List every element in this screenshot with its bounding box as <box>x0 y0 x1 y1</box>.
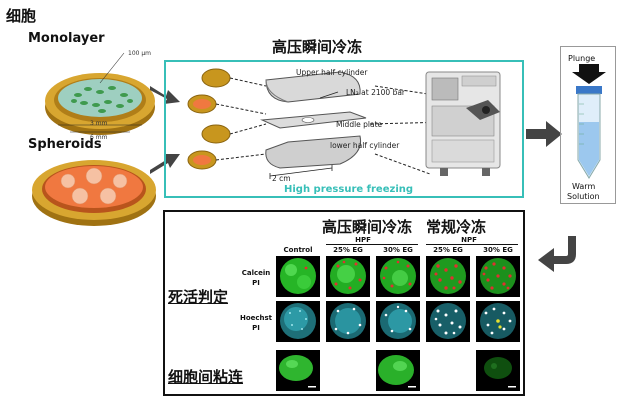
col-hpf-30: 30% EG <box>383 246 413 254</box>
image-calcein-npf30 <box>476 256 520 297</box>
row-calcein: Calcein PI <box>238 268 274 288</box>
spheroids-dish <box>32 160 156 226</box>
ln2-label: LN₂ at 2100 bar <box>346 88 406 97</box>
header-npf: NPF <box>461 236 477 244</box>
dim-3mm: 3 mm <box>90 120 108 127</box>
image-adhesion-npf30 <box>476 350 520 391</box>
hpf-apparatus <box>187 68 501 179</box>
middle-plate-label: Middle plate <box>336 120 383 129</box>
header-npf-line <box>426 244 518 245</box>
results-title-npf: 常规冷冻 <box>426 218 487 236</box>
scale-2cm: 2 cm <box>272 174 291 183</box>
monolayer-dish <box>45 52 155 135</box>
image-hoechst-npf25 <box>426 301 470 342</box>
col-npf-25: 25% EG <box>433 246 463 254</box>
header-hpf-line <box>326 244 418 245</box>
cells-title: 细胞 <box>6 7 37 25</box>
dim-6mm: 6 mm <box>90 134 108 141</box>
results-panel <box>163 210 525 396</box>
arrow-curved <box>538 236 576 272</box>
image-calcein-control <box>276 256 320 297</box>
plunge-label: Plunge <box>568 54 596 63</box>
warm-solution-line1: Warm <box>572 182 596 191</box>
lower-cylinder-label: lower half cylinder <box>330 141 400 150</box>
arrow-monolayer <box>150 86 180 104</box>
row-hoechst: Hoechst PI <box>238 313 274 333</box>
monolayer-label: Monolayer <box>28 31 105 46</box>
image-hoechst-npf30 <box>476 301 520 342</box>
row-calcein-line1: Calcein <box>241 269 271 277</box>
image-hoechst-control <box>276 301 320 342</box>
image-hoechst-hpf30 <box>376 301 420 342</box>
hpf-panel-title: 高压瞬间冷冻 <box>272 38 363 56</box>
image-hoechst-hpf25 <box>326 301 370 342</box>
image-calcein-hpf25 <box>326 256 370 297</box>
warm-solution-line2: Solution <box>567 192 600 201</box>
row-hoechst-line2: PI <box>252 324 260 332</box>
results-title-hpf: 高压瞬间冷冻 <box>322 218 413 236</box>
upper-cylinder-label: Upper half cylinder <box>296 68 368 77</box>
col-npf-30: 30% EG <box>483 246 513 254</box>
hpf-caption: High pressure freezing <box>284 184 414 195</box>
image-calcein-hpf30 <box>376 256 420 297</box>
col-control: Control <box>283 246 313 254</box>
header-hpf: HPF <box>355 236 371 244</box>
image-calcein-npf25 <box>426 256 470 297</box>
label-live-dead: 死活判定 <box>168 288 229 306</box>
hpf-panel <box>164 60 524 198</box>
image-adhesion-control <box>276 350 320 391</box>
label-adhesion: 细胞间粘连 <box>168 368 244 386</box>
scale-100um: 100 µm <box>128 50 152 57</box>
col-hpf-25: 25% EG <box>333 246 363 254</box>
row-hoechst-line1: Hoechst <box>239 314 273 322</box>
image-adhesion-hpf30 <box>376 350 420 391</box>
row-calcein-line2: PI <box>252 279 260 287</box>
plunge-box <box>560 46 616 204</box>
plunge-tube <box>572 64 606 179</box>
spheroids-label: Spheroids <box>28 137 102 152</box>
arrow-to-plunge <box>526 121 562 147</box>
